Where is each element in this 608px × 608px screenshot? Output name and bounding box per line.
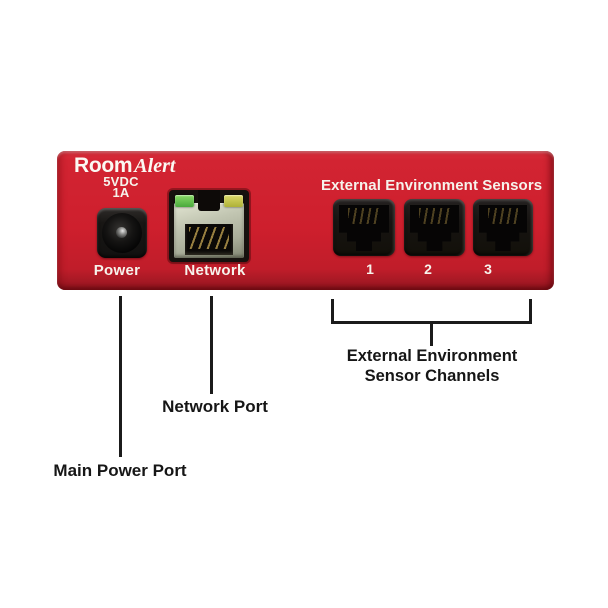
main-power-callout-line bbox=[119, 296, 122, 457]
sensor-jack-2-pins bbox=[419, 208, 450, 224]
sensor-channels-line1: External Environment bbox=[346, 347, 518, 365]
power-port-label: Power bbox=[93, 262, 141, 279]
sensor-jack-3 bbox=[473, 199, 533, 256]
power-jack-recess bbox=[102, 213, 142, 253]
power-jack-pin bbox=[116, 227, 127, 238]
sensor-bracket-left-line bbox=[331, 299, 334, 324]
sensor-jack-1 bbox=[333, 199, 395, 256]
rj45-metal-frame bbox=[174, 203, 244, 258]
sensor-channels-callout-label: External Environment Sensor Channels bbox=[332, 347, 532, 386]
network-port-label: Network bbox=[184, 262, 246, 279]
power-rating-amperage: 1A bbox=[112, 185, 130, 200]
link-led-green bbox=[175, 195, 194, 207]
sensor-jack-3-number: 3 bbox=[484, 261, 492, 277]
network-rj45-port bbox=[169, 190, 249, 262]
activity-led-amber bbox=[224, 195, 243, 207]
rj45-cavity bbox=[185, 224, 233, 255]
sensor-jack-2-opening bbox=[410, 205, 459, 251]
power-rating: 5VDC 1A bbox=[71, 174, 171, 200]
main-power-callout-label: Main Power Port bbox=[53, 461, 187, 480]
sensor-jack-1-pins bbox=[348, 208, 380, 224]
brand-room-text: Room bbox=[74, 154, 133, 177]
sensor-jack-3-pins bbox=[488, 208, 518, 224]
sensor-jack-1-number: 1 bbox=[366, 261, 374, 277]
rj45-gold-pins bbox=[189, 227, 229, 249]
sensor-bracket-horizontal-line bbox=[331, 321, 532, 324]
sensor-bracket-drop-line bbox=[430, 324, 433, 346]
sensor-bracket-right-line bbox=[529, 299, 532, 324]
sensor-jack-2 bbox=[404, 199, 465, 256]
sensor-jack-1-opening bbox=[339, 205, 389, 251]
power-rating-voltage: 5VDC bbox=[103, 174, 139, 189]
sensor-channels-line2: Sensor Channels bbox=[364, 366, 500, 385]
sensor-jack-2-number: 2 bbox=[424, 261, 432, 277]
power-barrel-jack bbox=[97, 208, 147, 258]
brand-alert-text: Alert bbox=[134, 155, 176, 177]
network-port-callout-label: Network Port bbox=[162, 397, 268, 416]
sensors-section-title: External Environment Sensors bbox=[321, 177, 543, 194]
network-callout-line bbox=[210, 296, 213, 394]
rj45-latch-notch bbox=[198, 190, 220, 211]
sensor-jack-3-opening bbox=[479, 205, 527, 251]
